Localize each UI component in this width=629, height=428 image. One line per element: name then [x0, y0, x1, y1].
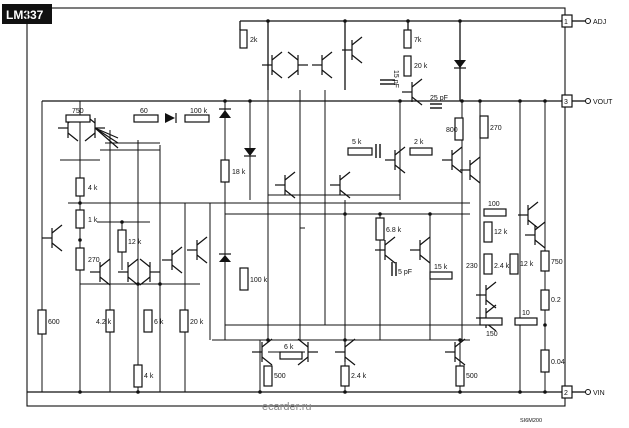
resistor-label: 0.2	[551, 297, 561, 304]
resistor-label: 5 k	[352, 139, 362, 146]
pin-adj: 1 ADJ	[561, 14, 606, 28]
resistor-label: 100 k	[250, 277, 268, 284]
resistor-label: 150	[486, 331, 498, 338]
resistor-label: 800	[446, 127, 458, 134]
resistor-label: 12 k	[520, 261, 534, 268]
pin-label: ADJ	[593, 19, 606, 26]
pin-label: VIN	[593, 390, 605, 397]
capacitor-label: 25 pF	[430, 95, 448, 102]
resistor-label: 6 k	[284, 344, 294, 351]
pin-number: 2	[564, 390, 568, 397]
resistor-label: 500	[466, 373, 478, 380]
resistor-label: 15 k	[434, 264, 448, 271]
resistor-label: 60	[140, 108, 148, 115]
resistor-label: 0.04	[551, 359, 565, 366]
resistor-label: 10	[522, 310, 530, 317]
diodes	[165, 60, 466, 262]
resistor-label: 270	[88, 257, 100, 264]
pin-vin: 2 VIN	[561, 385, 605, 399]
pin-number: 1	[564, 19, 568, 26]
capacitor-label: 15 pF	[392, 70, 399, 88]
resistor-label: 12 k	[494, 229, 508, 236]
wiring	[27, 20, 586, 393]
resistor-label: 18 k	[232, 169, 246, 176]
capacitors	[375, 79, 442, 276]
drawing-code: SI6M200	[520, 418, 542, 424]
resistor-label: 20 k	[190, 319, 204, 326]
component-labels: 2k 7k 15 pF 20 k 750 60 100 k 18 k 5 k 2…	[48, 37, 565, 380]
resistor-label: 500	[274, 373, 286, 380]
capacitor-label: 5 pF	[398, 269, 412, 276]
transistors	[42, 36, 546, 366]
pin-label: VOUT	[593, 99, 613, 106]
resistor-label: 6.8 k	[386, 227, 402, 234]
title: LM337	[6, 8, 44, 22]
pin-vout: 3 VOUT	[561, 94, 613, 108]
resistors	[37, 29, 550, 388]
resistor-label: 270	[490, 125, 502, 132]
resistor-label: 12 k	[128, 239, 142, 246]
pin-number: 3	[564, 99, 568, 106]
resistor-label: 1 k	[88, 217, 98, 224]
resistor-label: 2 k	[414, 139, 424, 146]
resistor-label: 4.2 k	[96, 319, 112, 326]
resistor-label: 2.4 k	[351, 373, 367, 380]
resistor-label: 2.4 k	[494, 263, 510, 270]
resistor-label: 4 k	[88, 185, 98, 192]
resistor-label: 2k	[250, 37, 258, 44]
resistor-label: 230	[466, 263, 478, 270]
resistor-label: 750	[551, 259, 563, 266]
junctions	[78, 19, 547, 394]
resistor-label: 20 k	[414, 63, 428, 70]
resistor-label: 100	[488, 201, 500, 208]
resistor-label: 7k	[414, 37, 422, 44]
resistor-label: 600	[48, 319, 60, 326]
chip-outline	[26, 7, 566, 407]
resistor-label: 750	[72, 108, 84, 115]
resistor-label: 4 k	[144, 373, 154, 380]
resistor-label: 6 k	[154, 319, 164, 326]
watermark: ecarder.ru	[262, 401, 312, 413]
resistor-label: 100 k	[190, 108, 208, 115]
